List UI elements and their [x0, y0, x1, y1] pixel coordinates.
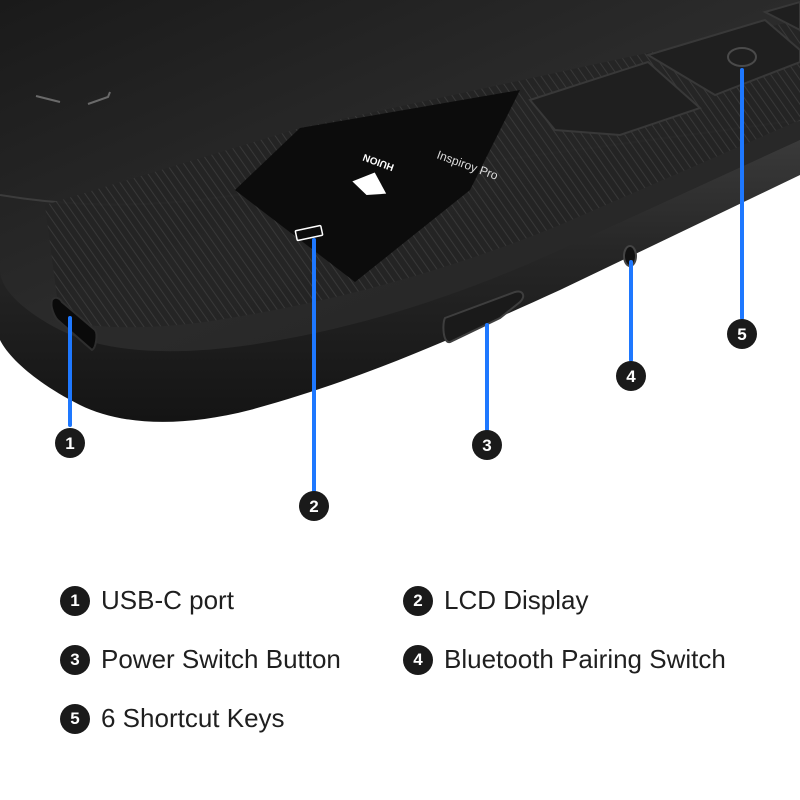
legend-item-usb-c: 1 USB-C port [60, 585, 234, 616]
legend-label: Bluetooth Pairing Switch [444, 644, 726, 674]
active-area-corner-mark [35, 91, 111, 105]
svg-text:3: 3 [482, 436, 491, 455]
shortcut-key [762, 0, 800, 32]
shortcut-key [528, 60, 702, 137]
legend-badge: 3 [60, 644, 90, 675]
legend-item-bluetooth-pairing: 4 Bluetooth Pairing Switch [403, 644, 726, 675]
legend-item-shortcut-keys: 5 6 Shortcut Keys [60, 703, 285, 734]
callout-badge-3: 3 [472, 430, 502, 460]
legend-badge: 4 [403, 644, 433, 675]
callout-badge-5: 5 [727, 319, 757, 349]
tablet-product-photo: HUION Inspiroy Pro 1 2 3 4 [0, 0, 800, 521]
callout-badge-2: 2 [299, 491, 329, 521]
svg-text:1: 1 [65, 434, 74, 453]
legend-label: Power Switch Button [101, 644, 341, 674]
callout-badge-1: 1 [55, 428, 85, 458]
svg-text:2: 2 [309, 497, 318, 516]
shortcut-key [645, 18, 800, 97]
lcd-status-icons [294, 224, 324, 242]
legend-item-power-switch: 3 Power Switch Button [60, 644, 341, 675]
legend-label: 6 Shortcut Keys [101, 703, 285, 733]
legend-label: LCD Display [444, 585, 589, 615]
legend-item-lcd-display: 2 LCD Display [403, 585, 589, 616]
legend-badge: 5 [60, 703, 90, 734]
legend-label: USB-C port [101, 585, 234, 615]
usb-c-port [50, 296, 98, 352]
shortcut-key-dimple [727, 47, 757, 67]
legend-badge: 1 [60, 585, 90, 616]
callout-badge-4: 4 [616, 361, 646, 391]
legend-badge: 2 [403, 585, 433, 616]
svg-text:5: 5 [737, 325, 746, 344]
svg-text:4: 4 [626, 367, 636, 386]
power-switch [442, 290, 525, 344]
